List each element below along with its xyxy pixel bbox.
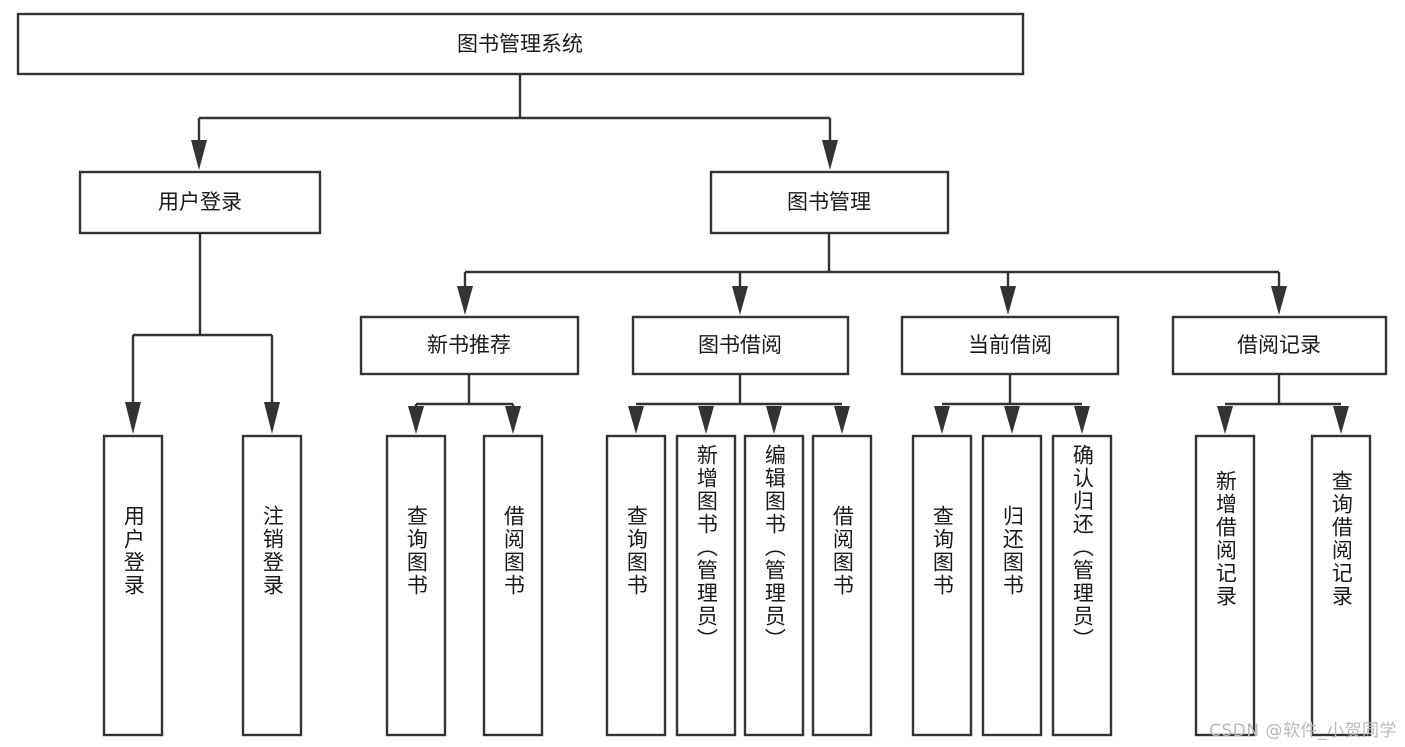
arrow-head-leaf-query-book-2 [628, 406, 644, 434]
node-book-manage-label: 图书管理 [787, 190, 871, 214]
leaf-box-query-book-3[interactable] [911, 434, 973, 737]
node-user-login[interactable]: 用户登录 [78, 170, 322, 235]
leaf-box-borrow-book-1[interactable] [482, 434, 544, 737]
leaf-box-add-borrow-record[interactable] [1194, 434, 1256, 737]
arrow-head-leaf-user-login [125, 402, 141, 434]
leaf-box-add-book[interactable] [675, 434, 737, 737]
node-root[interactable]: 图书管理系统 [16, 12, 1025, 76]
leaf-box-query-borrow-record[interactable] [1310, 434, 1372, 737]
arrow-head-leaf-borrow-book-2 [834, 406, 850, 434]
arrow-head-leaf-query-book-3 [934, 406, 950, 434]
node-book-manage[interactable]: 图书管理 [709, 170, 950, 235]
arrow-head-leaf-confirm-return [1074, 406, 1090, 434]
leaf-box-query-book-2[interactable] [605, 434, 667, 737]
arrow-head-book-borrow [732, 286, 748, 315]
leaf-box-confirm-return[interactable] [1051, 434, 1113, 737]
arrow-head-leaf-add-book [698, 406, 714, 434]
leaf-box-logout-login[interactable] [241, 434, 303, 737]
arrow-head-leaf-edit-book [766, 406, 782, 434]
node-new-book-recommend-box[interactable] [359, 315, 580, 376]
arrow-head-current-borrow [1000, 286, 1016, 315]
arrow-head-new-book-recommend [457, 286, 473, 315]
node-book-borrow-label: 图书借阅 [698, 333, 782, 357]
node-new-book-recommend-label: 新书推荐 [427, 333, 511, 357]
leaf-box-user-login[interactable] [102, 434, 164, 737]
csdn-watermark: CSDN @软件_小贺同学 [1209, 721, 1397, 741]
arrow-head-borrow-record [1271, 286, 1287, 315]
node-borrow-record-box[interactable] [1171, 315, 1388, 376]
node-root-label: 图书管理系统 [457, 32, 583, 56]
leaf-box-return-book[interactable] [981, 434, 1043, 737]
arrow-head-leaf-borrow-book-1 [505, 406, 521, 434]
arrow-head-user-login [191, 140, 207, 170]
node-root-box[interactable] [16, 12, 1025, 76]
node-current-borrow-label: 当前借阅 [968, 333, 1052, 357]
node-book-borrow-box[interactable] [631, 315, 850, 376]
leaf-box-edit-book[interactable] [743, 434, 805, 737]
arrow-head-leaf-query-book-1 [408, 406, 424, 434]
leaf-box-query-book-1[interactable] [385, 434, 447, 737]
leaf-box-borrow-book-2[interactable] [811, 434, 873, 737]
arrow-head-book-manage [822, 140, 838, 170]
node-book-borrow[interactable]: 图书借阅 [631, 315, 850, 376]
arrow-head-leaf-add-borrow-record [1217, 406, 1233, 434]
node-current-borrow-box[interactable] [900, 315, 1120, 376]
node-current-borrow[interactable]: 当前借阅 [900, 315, 1120, 376]
node-borrow-record[interactable]: 借阅记录 [1171, 315, 1388, 376]
node-book-manage-box[interactable] [709, 170, 950, 235]
node-user-login-label: 用户登录 [158, 190, 242, 214]
arrow-head-leaf-query-borrow-record [1333, 406, 1349, 434]
arrow-head-leaf-return-book [1004, 406, 1020, 434]
arrow-head-leaf-logout-login [264, 402, 280, 434]
node-new-book-recommend[interactable]: 新书推荐 [359, 315, 580, 376]
node-borrow-record-label: 借阅记录 [1237, 333, 1321, 357]
